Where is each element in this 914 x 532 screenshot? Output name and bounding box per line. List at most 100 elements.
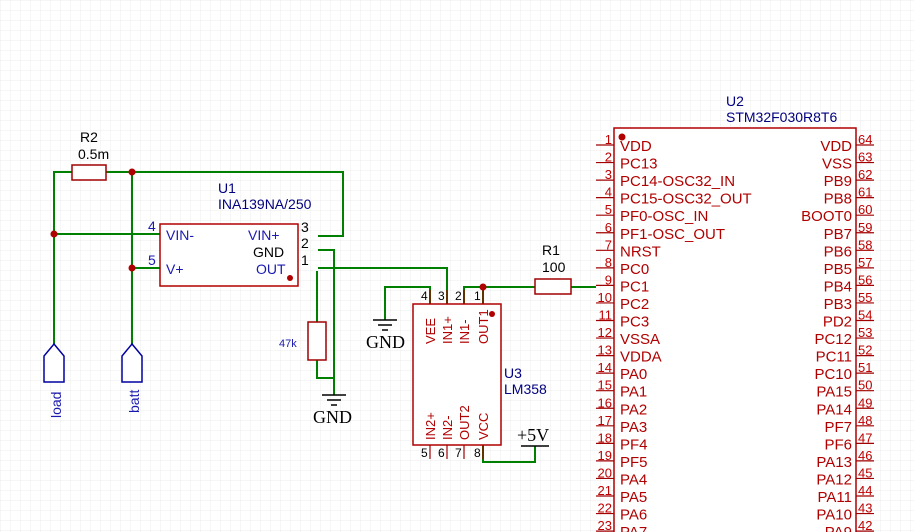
u2-pin-name-23: PA7 [620, 524, 647, 532]
u2-pin-name-62: PB9 [824, 173, 852, 190]
u2-pin-num-3: 3 [605, 167, 612, 182]
u2-pin-name-20: PA4 [620, 471, 647, 488]
u2-pin-name-21: PA5 [620, 489, 647, 506]
u1-pin-v-plus: V+ [166, 261, 184, 277]
u2-pin-name-16: PA2 [620, 401, 647, 418]
u2-pin-num-11: 11 [599, 308, 613, 323]
u2-pin-num-12: 12 [598, 325, 612, 340]
u2-pin-name-58: PB6 [824, 243, 852, 260]
junctions [50, 168, 487, 291]
svg-text:+5V: +5V [517, 425, 549, 445]
u2-pin-num-13: 13 [598, 343, 612, 358]
u2-pin-num-59: 59 [858, 220, 872, 235]
u2-pin-name-56: PB4 [824, 278, 852, 295]
u2-pin-num-61: 61 [858, 185, 872, 200]
u2-pin-name-46: PA13 [816, 454, 852, 471]
u3-pin-num-7: 7 [455, 446, 462, 460]
u3-pin-num-3: 3 [438, 289, 445, 303]
u2-pin-num-49: 49 [858, 395, 872, 410]
u3-part: LM358 [504, 381, 547, 397]
u3-pin-name-4: VEE [423, 318, 438, 344]
r2-ref: R2 [80, 129, 98, 145]
u3-pin-name-6: IN2- [440, 415, 455, 440]
port-load[interactable]: load [43, 342, 65, 418]
u2-pin-num-62: 62 [858, 167, 872, 182]
u2-pin-num-17: 17 [598, 413, 612, 428]
u2-right-pins: 64VDD63VSS62PB961PB860BOOT059PB758PB657P… [801, 132, 874, 532]
u2-pin-num-47: 47 [858, 430, 872, 445]
u2-pin-name-42: PA9 [825, 524, 852, 532]
u2-pin-num-64: 64 [858, 132, 872, 147]
u2-pin-num-19: 19 [598, 448, 612, 463]
u2-body [613, 127, 857, 532]
u2-pin-name-14: PA0 [620, 366, 647, 383]
u2-pin-name-8: PC0 [620, 261, 649, 278]
u2-pin-num-45: 45 [858, 465, 872, 480]
u3-pin-name-3: IN1+ [440, 316, 455, 344]
u2-pin-name-22: PA6 [620, 507, 647, 524]
u2-pin-name-45: PA12 [816, 471, 852, 488]
u3-pin-name-2: IN1- [457, 319, 472, 344]
u2-pin-name-57: PB5 [824, 261, 852, 278]
r1-ref: R1 [542, 242, 560, 258]
u3-pin-num-5: 5 [421, 446, 428, 460]
u2-pin-name-63: VSS [822, 156, 852, 173]
u1-ref: U1 [218, 180, 236, 196]
u3-pin-name-8: VCC [476, 413, 491, 440]
port-batt[interactable]: batt [121, 342, 143, 413]
u2-pin-num-2: 2 [605, 150, 612, 165]
u2-pin-name-11: PC3 [620, 314, 649, 331]
u3-pin-name-7: OUT2 [457, 405, 472, 440]
u1-num-1: 1 [301, 252, 309, 268]
u2-pin-num-60: 60 [858, 202, 872, 217]
u3-pin-num-1: 1 [474, 289, 481, 303]
u3-pin-name-1: OUT1 [476, 309, 491, 344]
u2-pin-num-56: 56 [858, 272, 872, 287]
u2-pin-num-50: 50 [858, 378, 872, 393]
u2-pin-name-53: PC12 [814, 331, 852, 348]
u3-pin-num-6: 6 [438, 446, 445, 460]
u2-pin-num-53: 53 [858, 325, 872, 340]
u2-pin-num-5: 5 [605, 202, 612, 217]
u2-pin-num-54: 54 [858, 308, 872, 323]
u2-pin-num-16: 16 [598, 395, 612, 410]
u2-pin-num-15: 15 [598, 378, 612, 393]
u2-pin-name-4: PC15-OSC32_OUT [620, 191, 752, 208]
u1-num-2: 2 [301, 235, 309, 251]
u2-pin-name-43: PA10 [816, 507, 852, 524]
u3-ref: U3 [504, 365, 522, 381]
u2-pin-num-23: 23 [598, 518, 612, 532]
u2-pin-num-43: 43 [858, 501, 872, 516]
u2-pin-num-52: 52 [858, 343, 872, 358]
u2-pin-name-9: PC1 [620, 278, 649, 295]
r2-value: 0.5m [78, 146, 109, 162]
u2-pin-name-50: PA15 [816, 384, 852, 401]
u1-pin-vin-minus: VIN- [166, 227, 194, 243]
u1-num-4: 4 [148, 218, 156, 234]
u3-pin-name-5: IN2+ [423, 412, 438, 440]
r3-resistor[interactable]: 47k [279, 321, 327, 361]
u2-pin-num-7: 7 [605, 237, 612, 252]
u1-pin-gnd: GND [253, 244, 284, 260]
u2-pin-name-51: PC10 [814, 366, 852, 383]
u2-pin-num-20: 20 [598, 465, 612, 480]
u1-ina139[interactable]: U1 INA139NA/250 VIN- V+ VIN+ GND OUT 4 5… [148, 180, 312, 287]
u2-pin1-marker [618, 133, 626, 141]
u2-pin-name-1: VDD [620, 138, 652, 155]
port-batt-label: batt [126, 390, 142, 413]
r2-resistor[interactable]: R2 0.5m [71, 129, 109, 181]
u2-pin-name-48: PF7 [824, 419, 852, 436]
u2-pin-num-1: 1 [605, 132, 612, 147]
u2-pin-num-48: 48 [858, 413, 872, 428]
wires [53, 171, 596, 463]
r1-resistor[interactable]: R1 100 [534, 242, 572, 295]
r3-value: 47k [279, 338, 297, 350]
u2-ref: U2 [726, 93, 744, 109]
svg-text:GND: GND [313, 407, 352, 427]
u2-pin-name-10: PC2 [620, 296, 649, 313]
u2-pin-num-6: 6 [605, 220, 612, 235]
u2-pin-name-17: PA3 [620, 419, 647, 436]
